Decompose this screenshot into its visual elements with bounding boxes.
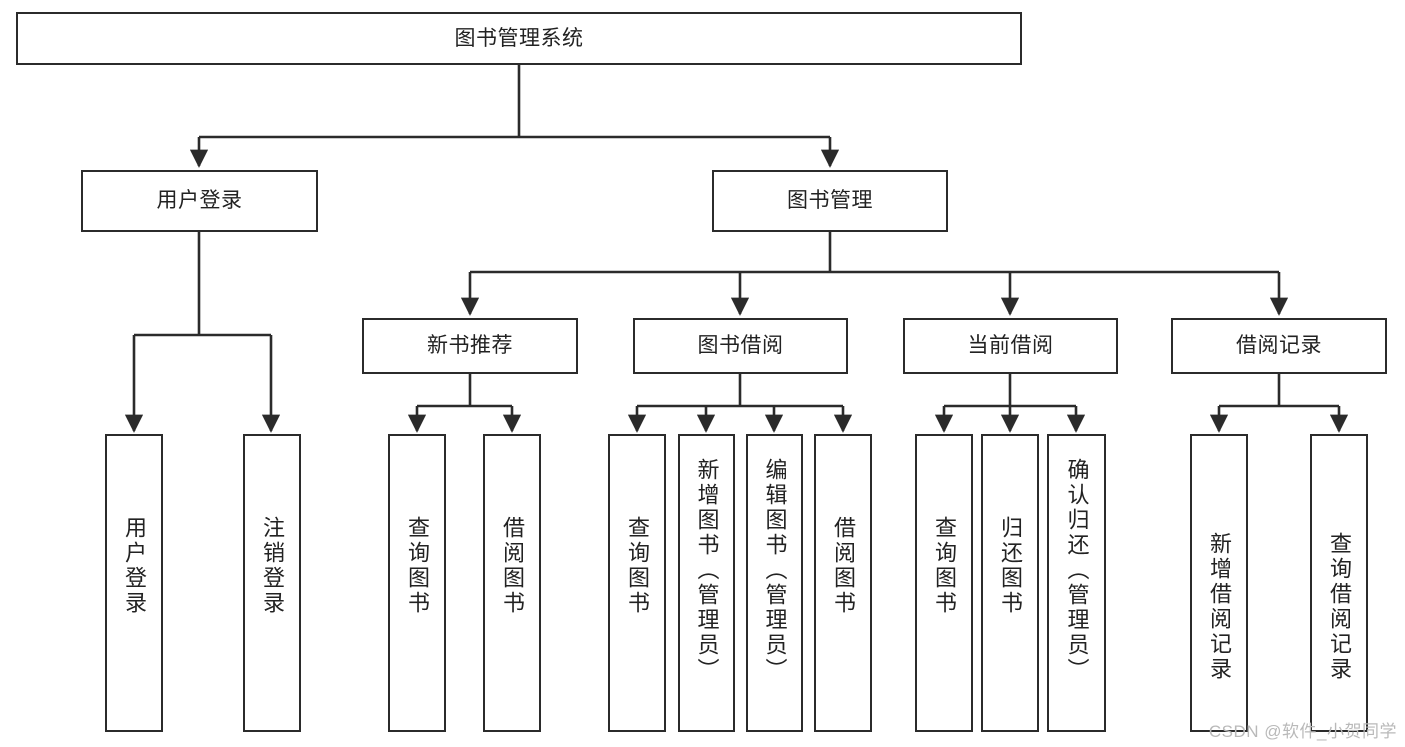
node-label: 新书推荐 bbox=[427, 334, 513, 358]
node-label: 查询图书 bbox=[405, 516, 430, 616]
node-current-borrow[interactable]: 当前借阅 bbox=[903, 318, 1118, 374]
node-label: 查询图书 bbox=[932, 516, 957, 616]
node-label: 当前借阅 bbox=[967, 334, 1054, 358]
node-new-book-recommend[interactable]: 新书推荐 bbox=[362, 318, 578, 374]
node-label: 用户登录 bbox=[156, 189, 243, 213]
node-root-system[interactable]: 图书管理系统 bbox=[16, 12, 1022, 65]
node-label: 用户登录 bbox=[122, 516, 147, 616]
node-label: 借阅记录 bbox=[1236, 334, 1322, 358]
node-label: 查询图书 bbox=[625, 516, 650, 616]
node-label: 图书管理 bbox=[787, 189, 873, 213]
node-label: 注销登录 bbox=[260, 516, 285, 616]
node-label: 借阅图书 bbox=[831, 516, 856, 616]
leaf-borrow-add-book-admin[interactable]: 新增图书（管理员） bbox=[678, 434, 735, 732]
node-label: 查询借阅记录 bbox=[1327, 532, 1352, 682]
leaf-current-return-book[interactable]: 归还图书 bbox=[981, 434, 1039, 732]
node-label: 新增借阅记录 bbox=[1207, 532, 1232, 682]
node-user-login[interactable]: 用户登录 bbox=[81, 170, 318, 232]
node-label: 归还图书 bbox=[998, 516, 1023, 616]
node-book-borrow[interactable]: 图书借阅 bbox=[633, 318, 848, 374]
leaf-record-add-record[interactable]: 新增借阅记录 bbox=[1190, 434, 1248, 732]
node-label: 图书借阅 bbox=[697, 334, 784, 358]
node-label: 借阅图书 bbox=[500, 516, 525, 616]
node-label: 图书管理系统 bbox=[454, 26, 584, 50]
leaf-user-login-signout[interactable]: 注销登录 bbox=[243, 434, 301, 732]
watermark-text: CSDN @软件_小贺同学 bbox=[1208, 722, 1397, 741]
node-book-management[interactable]: 图书管理 bbox=[712, 170, 948, 232]
node-borrow-record[interactable]: 借阅记录 bbox=[1171, 318, 1387, 374]
node-label: 确认归还（管理员） bbox=[1064, 458, 1090, 683]
node-label: 新增图书（管理员） bbox=[694, 458, 720, 683]
leaf-borrow-edit-book-admin[interactable]: 编辑图书（管理员） bbox=[746, 434, 803, 732]
leaf-current-confirm-return-admin[interactable]: 确认归还（管理员） bbox=[1047, 434, 1106, 732]
leaf-record-query-record[interactable]: 查询借阅记录 bbox=[1310, 434, 1368, 732]
leaf-borrow-query-book[interactable]: 查询图书 bbox=[608, 434, 666, 732]
leaf-user-login-signin[interactable]: 用户登录 bbox=[105, 434, 163, 732]
node-label: 编辑图书（管理员） bbox=[762, 458, 788, 683]
leaf-recommend-query-book[interactable]: 查询图书 bbox=[388, 434, 446, 732]
leaf-recommend-borrow-book[interactable]: 借阅图书 bbox=[483, 434, 541, 732]
leaf-borrow-borrow-book[interactable]: 借阅图书 bbox=[814, 434, 872, 732]
leaf-current-query-book[interactable]: 查询图书 bbox=[915, 434, 973, 732]
